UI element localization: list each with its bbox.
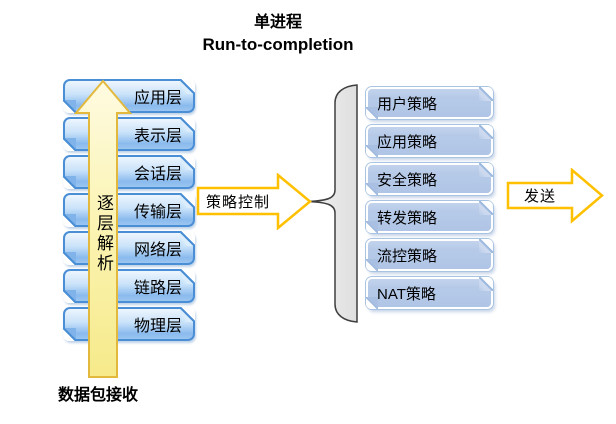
folded-corner-icon — [366, 221, 378, 233]
page-title: 单进程 — [253, 14, 302, 31]
up-arrow-icon — [73, 79, 133, 378]
folded-corner-icon — [63, 176, 76, 189]
osi-layer-box-transport: 传输层 — [63, 193, 195, 227]
osi-layer-label: 物理层 — [133, 318, 182, 335]
page-subtitle: Run-to-completion — [202, 35, 354, 54]
folded-corner-icon — [180, 269, 195, 284]
osi-layer-label: 链路层 — [133, 280, 182, 297]
osi-layer-box-network: 网络层 — [63, 231, 195, 265]
folded-corner-icon — [63, 138, 76, 151]
osi-layer-label: 应用层 — [133, 90, 182, 107]
folded-corner-icon — [63, 328, 76, 341]
osi-layer-label: 表示层 — [133, 128, 182, 145]
folded-corner-icon — [180, 231, 195, 246]
policy-label: 安全策略 — [377, 171, 438, 189]
folded-corner-icon — [479, 125, 493, 139]
folded-corner-icon — [180, 193, 195, 208]
osi-layer-box-physical: 物理层 — [63, 307, 195, 341]
policy-box-security: 安全策略 — [366, 163, 493, 195]
policy-box-application: 应用策略 — [366, 125, 493, 157]
folded-corner-icon — [366, 259, 378, 271]
policy-label: 用户策略 — [377, 95, 438, 113]
folded-corner-icon — [479, 239, 493, 253]
ingress-arrow-label: 逐层解析 — [94, 194, 113, 274]
policy-control-arrow-icon — [196, 173, 312, 230]
policy-box-user: 用户策略 — [366, 87, 493, 119]
osi-layer-label: 传输层 — [133, 204, 182, 221]
osi-layer-box-session: 会话层 — [63, 155, 195, 189]
folded-corner-icon — [366, 107, 378, 119]
policy-label: 应用策略 — [377, 133, 438, 151]
policy-box-flow-control: 流控策略 — [366, 239, 493, 271]
policy-label: 转发策略 — [377, 209, 438, 227]
folded-corner-icon — [180, 117, 195, 132]
egress-arrow-label: 发送 — [523, 188, 556, 205]
folded-corner-icon — [479, 163, 493, 177]
folded-corner-icon — [366, 297, 378, 309]
osi-layer-box-presentation: 表示层 — [63, 117, 195, 151]
osi-layer-box-link: 链路层 — [63, 269, 195, 303]
folded-corner-icon — [63, 252, 76, 265]
folded-corner-icon — [180, 79, 195, 94]
folded-corner-icon — [63, 100, 76, 113]
egress-arrow-icon — [506, 168, 604, 224]
folded-corner-icon — [180, 307, 195, 322]
folded-corner-icon — [180, 155, 195, 170]
folded-corner-icon — [366, 145, 378, 157]
osi-layer-label: 网络层 — [133, 242, 182, 259]
packet-receive-label: 数据包接收 — [58, 387, 139, 404]
folded-corner-icon — [479, 277, 493, 291]
policy-label: 流控策略 — [377, 247, 438, 265]
folded-corner-icon — [63, 290, 76, 303]
policy-control-label: 策略控制 — [205, 193, 270, 211]
policy-box-forwarding: 转发策略 — [366, 201, 493, 233]
folded-corner-icon — [63, 214, 76, 227]
folded-corner-icon — [479, 87, 493, 101]
title-block: 单进程 Run-to-completion — [130, 12, 426, 56]
folded-corner-icon — [479, 201, 493, 215]
policy-label: NAT策略 — [377, 285, 436, 303]
policy-box-nat: NAT策略 — [366, 277, 493, 309]
osi-layer-label: 会话层 — [133, 166, 182, 183]
folded-corner-icon — [366, 183, 378, 195]
